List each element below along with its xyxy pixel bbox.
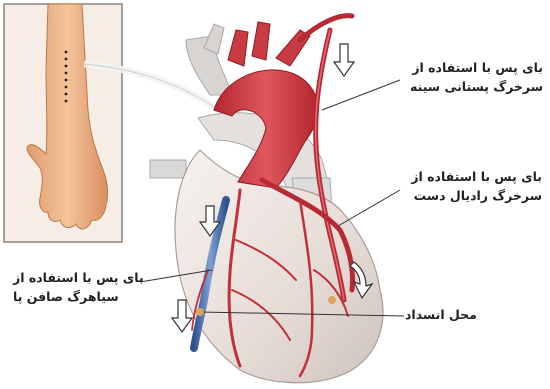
blockage-marker [196, 308, 204, 316]
label-blockage-site: محل انسداد [405, 305, 477, 324]
label-saphenous-bypass: بای پس با استفاده از سیاهرگ صافن پا [13, 268, 144, 306]
label-line: بای پس با استفاده از [410, 58, 543, 77]
label-line: سیاهرگ صافن پا [13, 287, 144, 306]
label-mammary-bypass: بای پس با استفاده از سرخرگ پستانی سینه [410, 58, 543, 96]
label-radial-bypass: بای پس با استفاده از سرخرگ رادیال دست [411, 167, 542, 205]
label-line: محل انسداد [405, 305, 477, 324]
arm-inset [4, 4, 122, 242]
label-line: سرخرگ پستانی سینه [410, 77, 543, 96]
label-line: سرخرگ رادیال دست [411, 186, 542, 205]
label-line: بای پس با استفاده از [13, 268, 144, 287]
blockage-marker [328, 296, 336, 304]
arrow-down-icon [334, 44, 354, 76]
label-line: بای پس با استفاده از [411, 167, 542, 186]
